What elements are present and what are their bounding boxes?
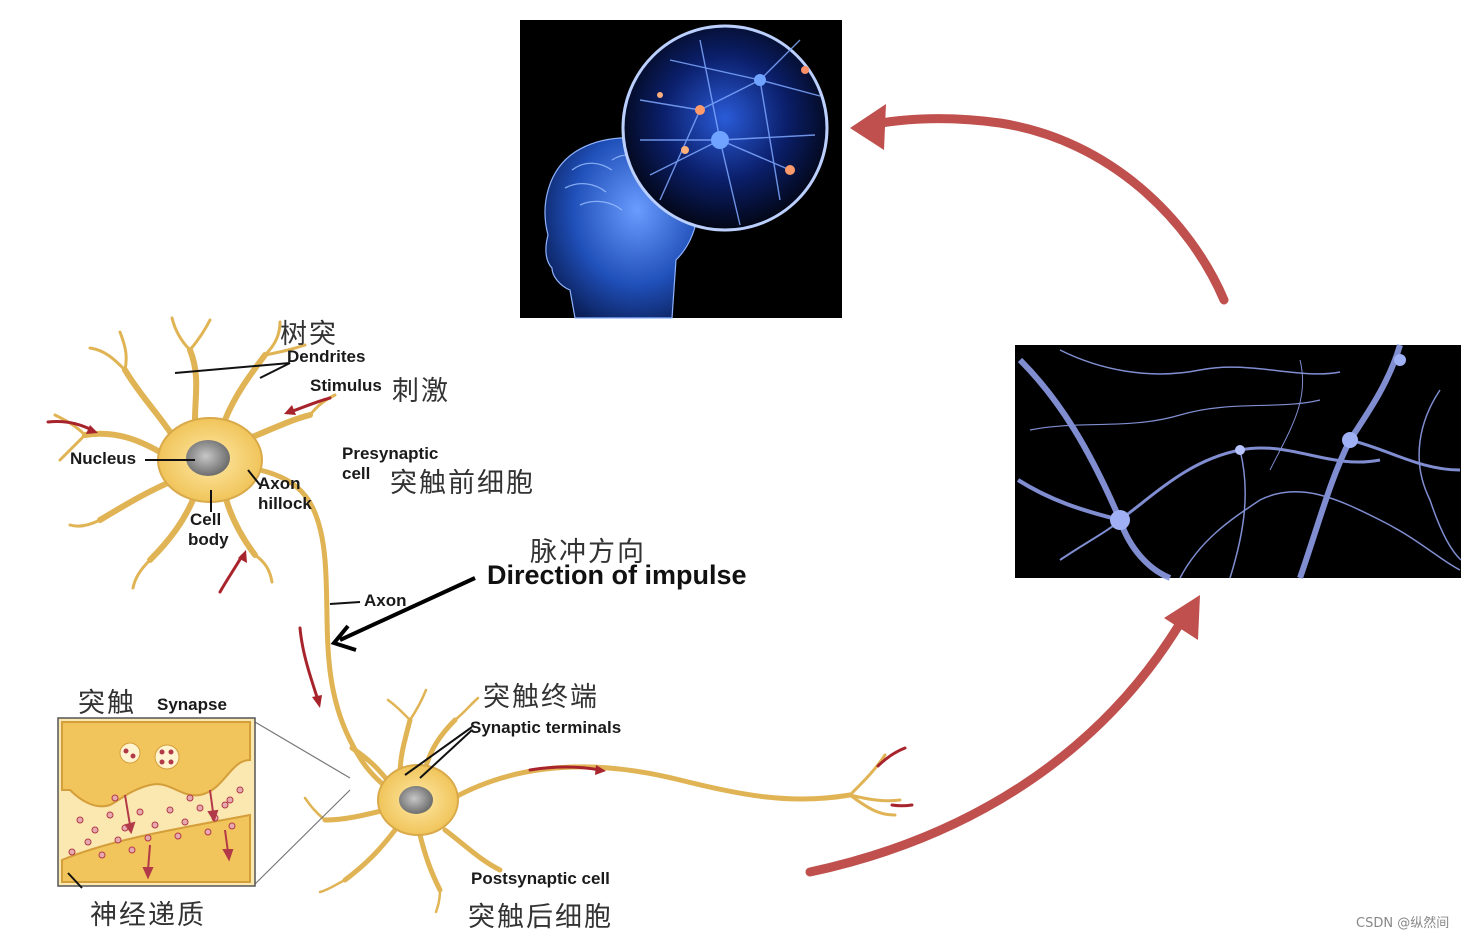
watermark: CSDN @纵然间 — [1356, 916, 1450, 931]
leader-lines — [67, 362, 473, 889]
synapse-inset — [57, 717, 351, 887]
stimulus-label: Stimulus — [310, 376, 382, 395]
presynaptic-cn-label: 突触前细胞 — [390, 468, 535, 499]
axon-hillock-label-2: hillock — [258, 494, 312, 513]
impulse-cn-label: 脉冲方向 — [530, 537, 646, 568]
axon-hillock-label-1: Axon — [258, 474, 301, 493]
impulse-arrowheads — [86, 405, 606, 775]
synapse-cn-label: 突触 — [78, 688, 136, 719]
cell-body-label-1: Cell — [190, 510, 222, 529]
postsynaptic-nucleus — [399, 786, 433, 814]
network-image — [1015, 344, 1462, 581]
synapse-label: Synapse — [157, 695, 227, 714]
dendrites-label: Dendrites — [287, 347, 366, 366]
cell-body-label-2: body — [188, 530, 229, 549]
stimulus-cn-label: 刺激 — [392, 376, 450, 407]
dendrites-cn-label: 树突 — [280, 319, 338, 350]
nucleus-label: Nucleus — [70, 449, 137, 468]
neurotransmitter-cn-label: 神经递质 — [90, 900, 206, 931]
cycle-arrowhead-top — [850, 104, 886, 150]
brain-image — [520, 20, 842, 319]
axon-label: Axon — [364, 591, 407, 610]
cycle-arrowhead-bottom — [1164, 595, 1200, 640]
presynaptic-label-1: Presynaptic — [342, 444, 439, 463]
postsynaptic-cn-label: 突触后细胞 — [468, 902, 613, 933]
direction-of-impulse-label: Direction of impulse — [487, 560, 747, 590]
cycle-arrows — [805, 114, 1229, 877]
terminals-cn-label: 突触终端 — [483, 682, 599, 713]
direction-arrow — [330, 576, 476, 652]
synaptic-terminals-label: Synaptic terminals — [470, 718, 622, 737]
postsynaptic-label: Postsynaptic cell — [471, 869, 610, 888]
nucleus — [186, 440, 230, 476]
presynaptic-label-2: cell — [342, 464, 371, 483]
